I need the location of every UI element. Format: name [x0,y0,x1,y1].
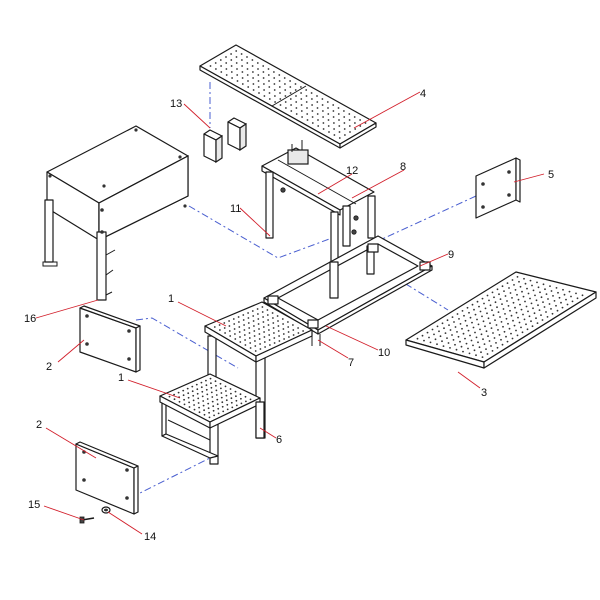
callout-14: 14 [144,531,156,543]
side-panel-a [79,305,141,373]
callout-2-lower: 2 [36,419,42,431]
callout-13: 13 [170,98,182,110]
upper-step [204,301,313,439]
small-side-panel [475,157,521,219]
side-panel-b [75,441,139,515]
callout-8: 8 [400,161,406,173]
callout-10: 10 [378,347,390,359]
leader-lines [35,91,545,535]
callout-1-upper: 1 [168,293,174,305]
upper-frame [261,140,376,263]
callout-5: 5 [548,169,554,181]
cabinet [42,125,189,301]
callout-6: 6 [276,434,282,446]
long-perforated-panel [405,271,597,369]
callout-12: 12 [346,165,358,177]
callout-labels: 1 1 2 2 3 4 5 6 7 8 9 10 11 12 13 14 15 … [24,88,554,543]
callout-3: 3 [481,387,487,399]
top-perforated-panel [199,44,377,149]
lower-frame [263,235,433,346]
callout-7: 7 [348,357,354,369]
alignment-lines [135,82,477,495]
callout-15: 15 [28,499,40,511]
fastener-hardware [79,506,111,524]
callout-16: 16 [24,313,36,325]
callout-11: 11 [230,203,241,215]
callout-9: 9 [448,249,454,261]
callout-4: 4 [420,88,426,100]
support-posts [203,117,247,164]
callout-1-lower: 1 [118,372,124,384]
callout-2-upper: 2 [46,361,52,373]
lower-step [159,373,265,465]
